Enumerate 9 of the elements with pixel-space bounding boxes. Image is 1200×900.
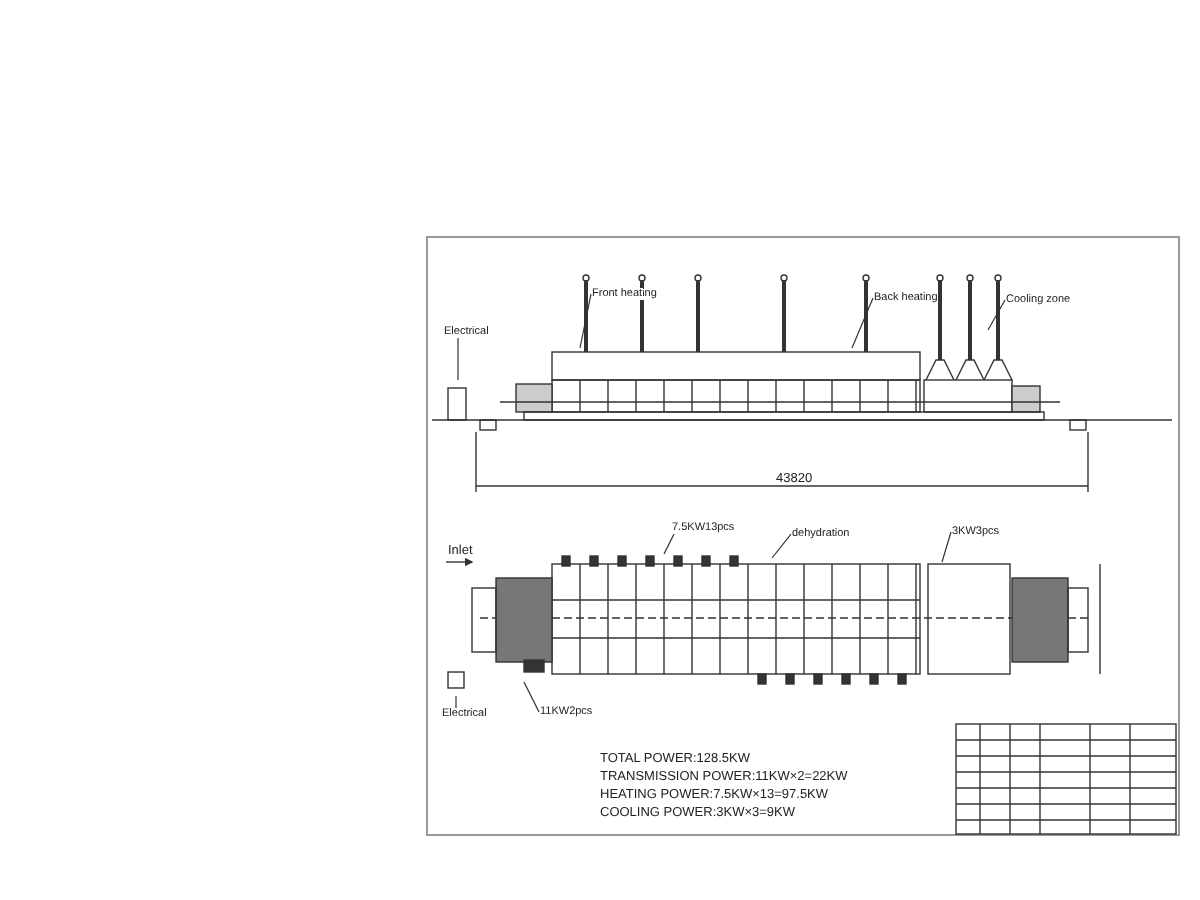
leader-line bbox=[457, 337, 459, 381]
leader-line bbox=[579, 293, 592, 349]
leader-line bbox=[455, 695, 457, 709]
leader-line bbox=[663, 533, 675, 555]
leader-line bbox=[987, 299, 1006, 331]
leader-line bbox=[523, 681, 540, 713]
leader-line bbox=[771, 533, 792, 559]
leader-line bbox=[851, 297, 874, 349]
leader-line bbox=[941, 531, 952, 563]
